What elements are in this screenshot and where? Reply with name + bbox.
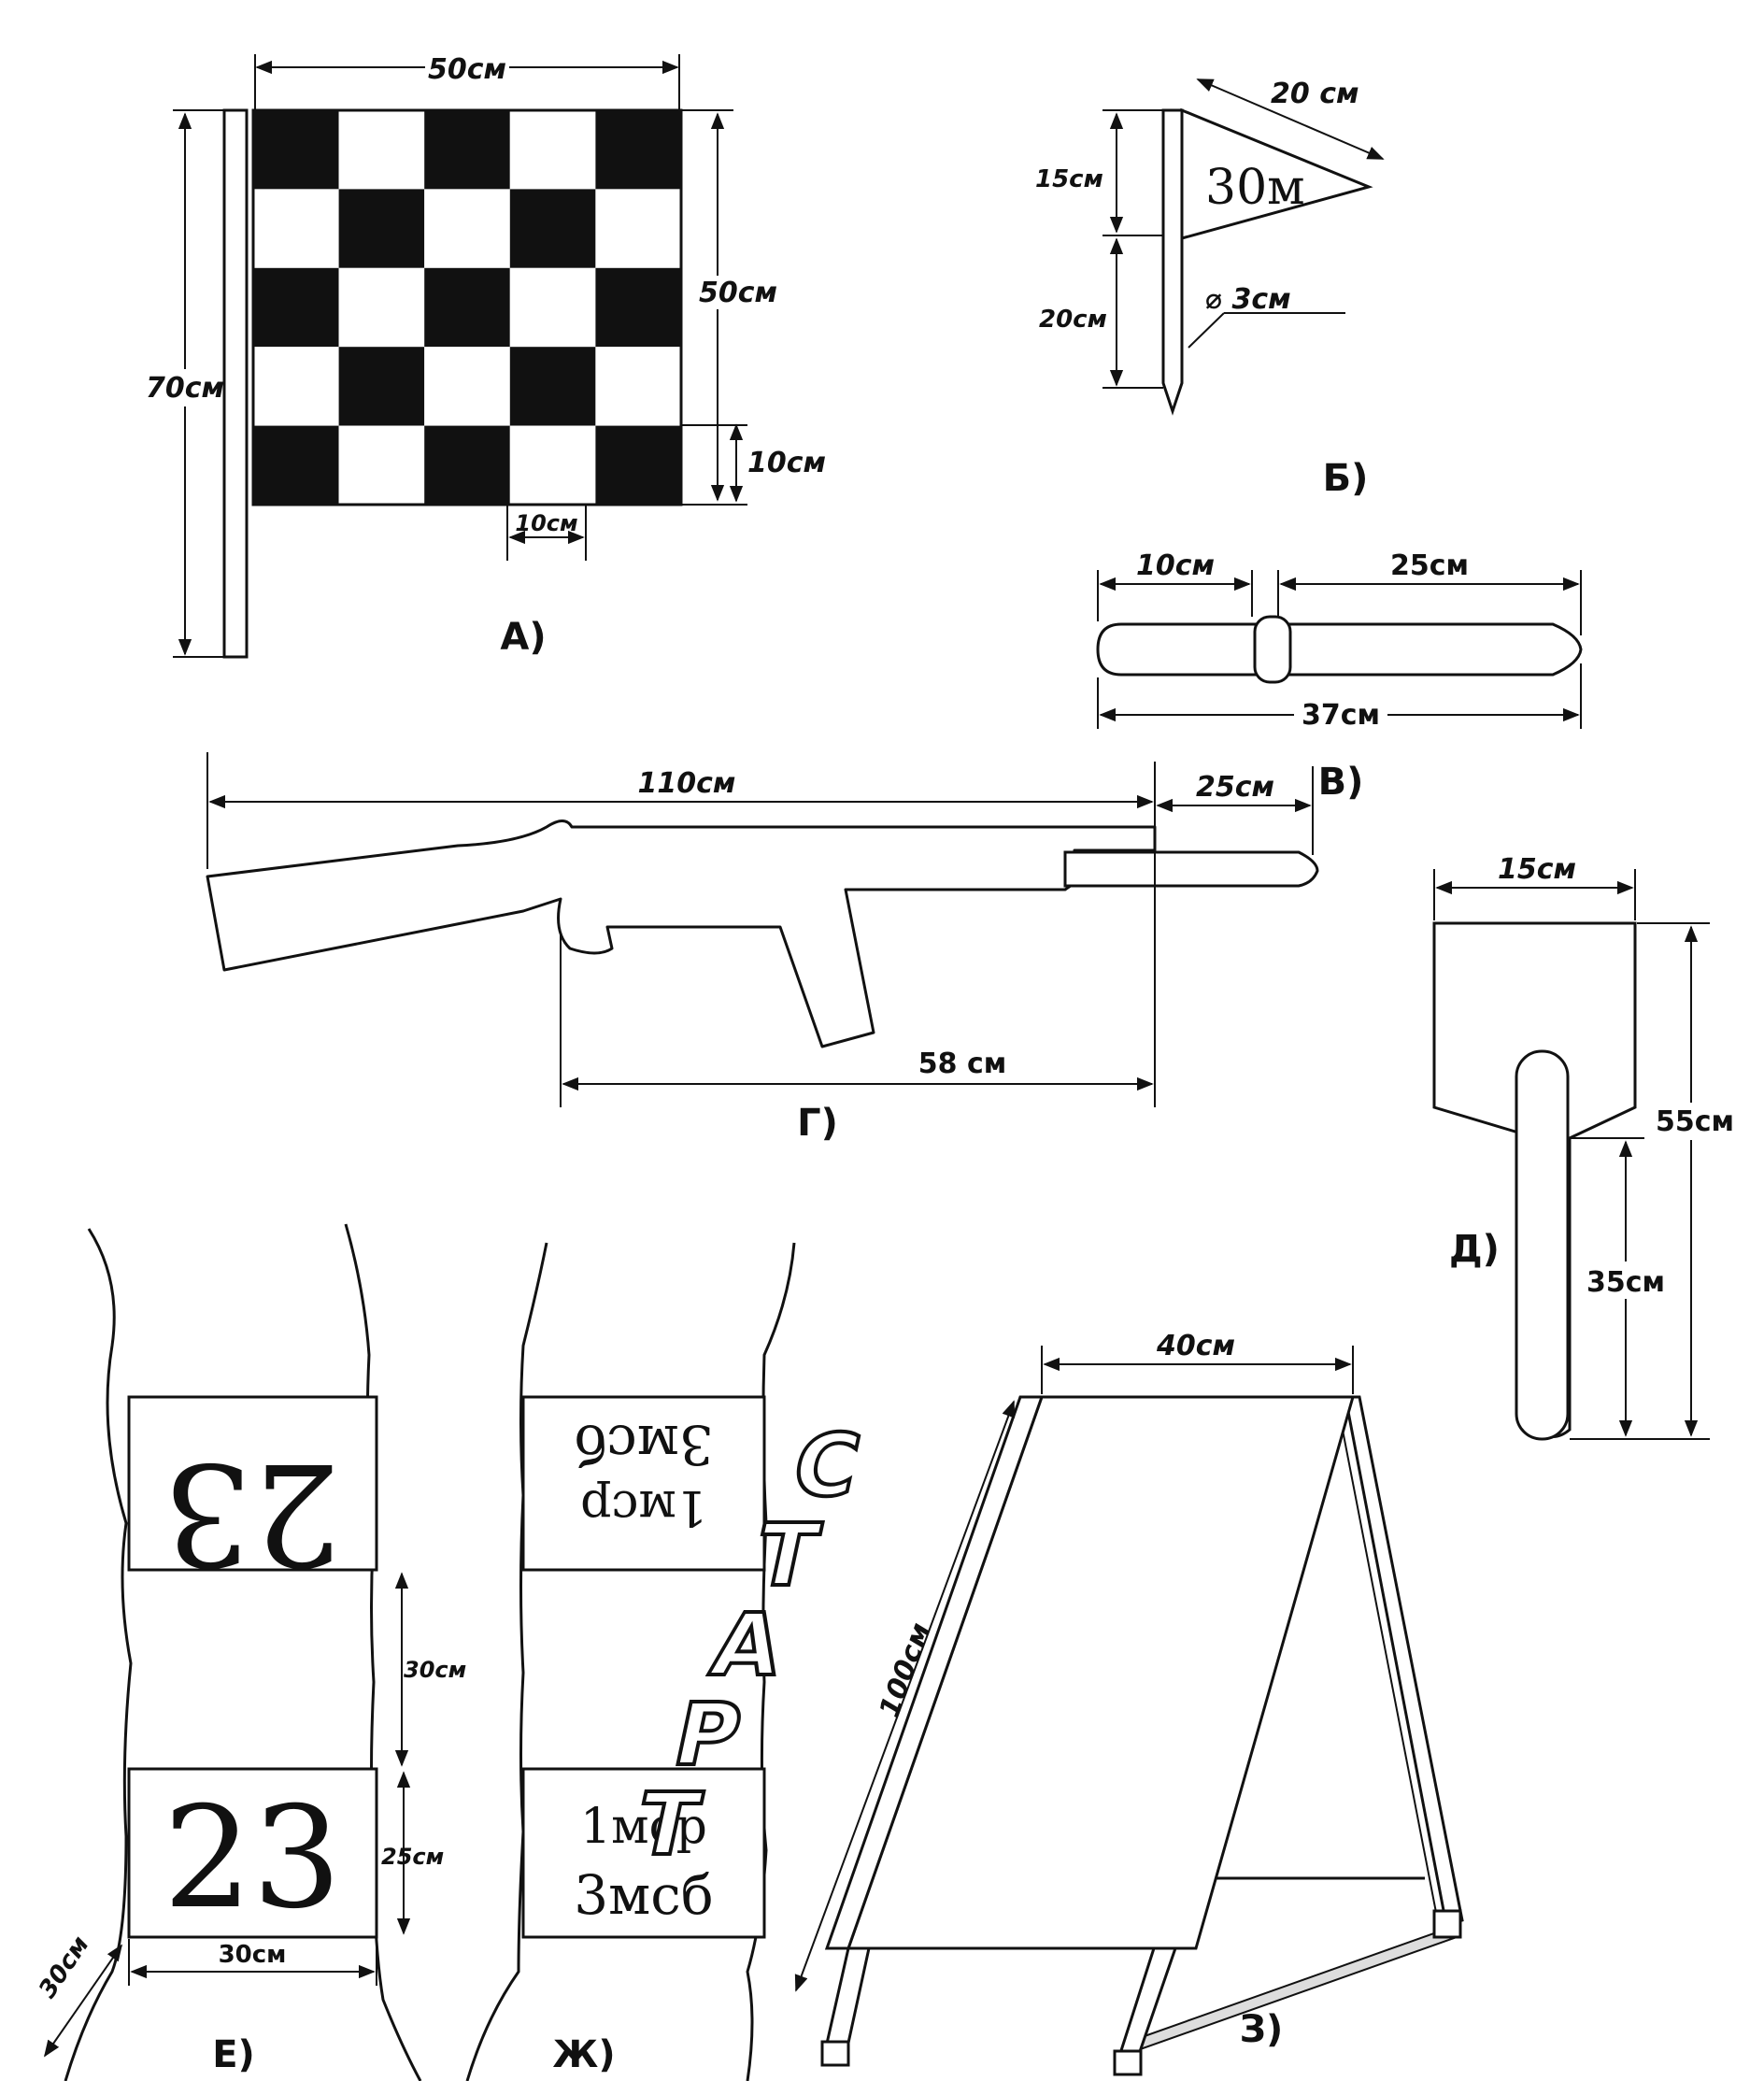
number-bottom: 23 [164, 1777, 342, 1940]
total-label: 37см [1302, 699, 1380, 732]
width-label: 40см [1156, 1330, 1235, 1362]
checker-square [338, 189, 425, 268]
checker-square [595, 425, 681, 505]
checker-square [253, 267, 339, 348]
cell-h-label: 10см [515, 510, 577, 536]
figure-a-caption: А) [500, 616, 546, 659]
checker-square [509, 267, 596, 348]
checker-square [509, 347, 596, 426]
checker-square [595, 189, 681, 268]
dim-line-diagonal [43, 1944, 123, 2058]
figure-d-paddle: 15см 55см 35см Д) [1432, 853, 1753, 1441]
checker-square [338, 425, 425, 505]
checker-square [338, 110, 425, 190]
number-panel-bottom [127, 1767, 378, 1939]
figure-e-armband: 23 23 30см 25см 30см 30см Е) [34, 1223, 466, 2081]
figure-a-checkered-flag: 50см 50см 70см 10см 10см А) [145, 51, 826, 659]
width-label: 15см [1498, 853, 1576, 886]
sign-foot-left [820, 2040, 850, 2067]
figure-b-caption: Б) [1323, 457, 1369, 500]
checker-square [595, 110, 681, 190]
pennant-stick [1161, 108, 1184, 416]
figure-d-caption: Д) [1449, 1228, 1500, 1271]
sign-back-leg [1344, 1395, 1464, 1927]
figure-zh-armband: 1мср 3мсб 1мср 3мсб Ж) [465, 1242, 796, 2081]
pennant-text: 30м [1205, 160, 1305, 216]
unit-bottom-line1: 1мср [580, 1799, 707, 1855]
figure-z-caption: З) [1240, 2008, 1284, 2051]
stick-body [1096, 622, 1583, 677]
dim-line-height [794, 1400, 1016, 1992]
height-label: 50см [699, 277, 777, 309]
upper-label: 15см [1035, 165, 1103, 193]
left-label: 10см [1136, 549, 1215, 582]
lower-label: 58 см [918, 1048, 1007, 1080]
figure-b-pennant: 30м 20 см 15см 20см ⌀ 3см Б) [1035, 78, 1385, 500]
rifle-body [206, 820, 1157, 1048]
checker-square [424, 347, 510, 426]
sign-foot-back [1432, 1909, 1462, 1939]
start-letter: А [704, 1595, 791, 1695]
diameter-leader [1188, 312, 1225, 349]
checker-border [251, 108, 683, 506]
checker-square [338, 267, 425, 348]
flag-pole [222, 108, 249, 659]
stick-band [1253, 615, 1292, 684]
checkered-panel [253, 110, 681, 505]
muzzle-label: 25см [1196, 771, 1274, 804]
lower-label: 20см [1039, 306, 1107, 334]
checker-square [253, 189, 339, 268]
unit-panel-top [521, 1395, 766, 1572]
checker-square [595, 267, 681, 348]
figure-g-rifle: 110см 25см 58 см Г) [206, 752, 1319, 1145]
checker-square [424, 189, 510, 268]
width-label: 50см [428, 53, 506, 86]
number-panel-top [127, 1395, 378, 1572]
right-label: 25см [1390, 549, 1469, 582]
pole-label: 70см [146, 372, 224, 405]
figure-g-caption: Г) [797, 1102, 838, 1145]
unit-top-line2: 3мсб [574, 1413, 713, 1476]
checker-square [253, 425, 339, 505]
cell-v-label: 10см [747, 447, 826, 479]
number-top: 23 [164, 1432, 342, 1594]
checker-square [424, 425, 510, 505]
figure-v-caption: В) [1318, 761, 1364, 804]
unit-bottom-line2: 3мсб [574, 1863, 713, 1927]
armband-edge-right [344, 1223, 422, 2081]
armband-edge-left [465, 1242, 548, 2081]
checker-square [509, 110, 596, 190]
checker-square [424, 110, 510, 190]
sign-back-leg-inner [1340, 1419, 1440, 1928]
checker-square [509, 189, 596, 268]
sign-foot-right [1113, 2049, 1143, 2076]
gap-label: 30см [404, 1657, 466, 1683]
start-letter: С [785, 1416, 869, 1516]
armband-edge-right [746, 1242, 796, 2081]
rifle-barrel [1063, 850, 1319, 888]
unit-panel-bottom [521, 1767, 766, 1939]
unit-top-line1: 1мср [580, 1479, 707, 1535]
dim-line-side [1196, 78, 1385, 160]
figure-zh-caption: Ж) [552, 2033, 615, 2076]
checker-square [338, 347, 425, 426]
diag-label: 30см [34, 1931, 95, 2003]
diameter-label: ⌀ 3см [1205, 283, 1291, 316]
side-label: 20 см [1271, 78, 1359, 110]
paddle-handle [1515, 1049, 1570, 1441]
checker-square [595, 347, 681, 426]
handle-label: 35см [1586, 1266, 1665, 1299]
checker-square [253, 347, 339, 426]
checker-square [424, 267, 510, 348]
total-label: 55см [1656, 1105, 1734, 1138]
sign-front-leg-left [822, 1946, 871, 2058]
height-label: 25см [381, 1844, 444, 1870]
figure-e-caption: Е) [212, 2033, 255, 2076]
checker-square [509, 425, 596, 505]
checker-square [253, 110, 339, 190]
width-label: 30см [219, 1941, 287, 1969]
total-label: 110см [638, 767, 736, 800]
figure-v-stick: 10см 25см 37см В) [1096, 549, 1583, 804]
